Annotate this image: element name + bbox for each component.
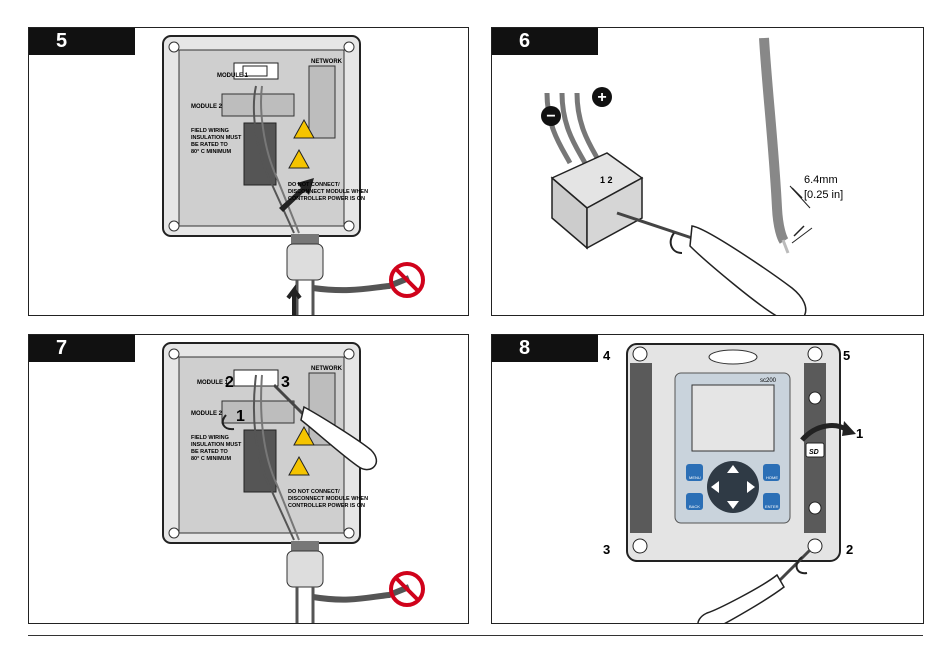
warning-note-line: DO NOT CONNECT/ [288,182,340,188]
insulation-note-line: INSULATION MUST [191,442,242,448]
callout-3: 3 [603,542,610,557]
terminal-numbers: 1 2 [600,175,613,185]
callout-2: 2 [225,374,234,391]
enclosure-open-illustration: MODULE 1 MODULE 2 NETWORK FIELD WIRING I… [162,35,425,315]
brand-label: sc200 [760,378,777,384]
callout-1: 1 [236,408,245,425]
home-key-label: HOME [766,475,778,480]
sd-card-label: SD [809,449,819,456]
back-key-label: BACK [689,504,700,509]
module-2-label: MODULE 2 [191,411,223,417]
insulation-note-line: FIELD WIRING [191,435,229,441]
insulation-note-line: 80° C MINIMUM [191,149,232,155]
enter-key-label: ENTER [765,504,779,509]
menu-key-label: MENU [689,475,701,480]
step-number-badge: 6 [492,28,598,55]
step-7-panel: 7 MODULE 1 MODULE 2 NETWORK FIELD WIRING… [28,334,469,624]
callout-5: 5 [843,348,850,363]
page-divider [28,635,923,636]
enclosure-wiring-illustration: MODULE 1 MODULE 2 NETWORK FIELD WIRING I… [162,342,425,623]
warning-note-line: DISCONNECT MODULE WHEN [288,189,368,195]
callout-4: 4 [603,348,611,363]
connector-wiring-illustration: − + 1 2 6.4mm [0.25 in] [541,37,843,315]
warning-note-line: CONTROLLER POWER IS ON [288,503,365,509]
warning-note-line: DO NOT CONNECT/ [288,489,340,495]
warning-note-line: DISCONNECT MODULE WHEN [288,496,368,502]
module-1-label: MODULE 1 [217,73,249,79]
step-number-badge: 5 [29,28,135,55]
network-label: NETWORK [311,59,343,65]
insulation-note-line: BE RATED TO [191,142,228,148]
insulation-note-line: FIELD WIRING [191,128,229,134]
network-label: NETWORK [311,366,343,372]
plus-icon: + [597,89,606,106]
step-8-panel: 8 sc200 MENU HOME BACK ENTER SD [491,334,924,624]
insulation-note-line: BE RATED TO [191,449,228,455]
callout-3: 3 [281,374,290,391]
strip-length-in: [0.25 in] [804,189,843,201]
insulation-note-line: INSULATION MUST [191,135,242,141]
strip-length-mm: 6.4mm [804,174,838,186]
step-6-panel: 6 − + 1 2 6.4mm [0.25 in] [491,27,924,316]
insulation-note-line: 80° C MINIMUM [191,456,232,462]
module-2-label: MODULE 2 [191,104,223,110]
controller-front-illustration: sc200 MENU HOME BACK ENTER SD 1 2 3 4 5 [603,343,863,623]
module-1-label: MODULE 1 [197,380,229,386]
warning-note-line: CONTROLLER POWER IS ON [288,196,365,202]
step-number-badge: 7 [29,335,135,362]
step-number-badge: 8 [492,335,598,362]
minus-icon: − [546,108,555,125]
callout-1: 1 [856,426,863,441]
callout-2: 2 [846,542,853,557]
step-5-panel: 5 MODULE 1 MODULE 2 [28,27,469,316]
